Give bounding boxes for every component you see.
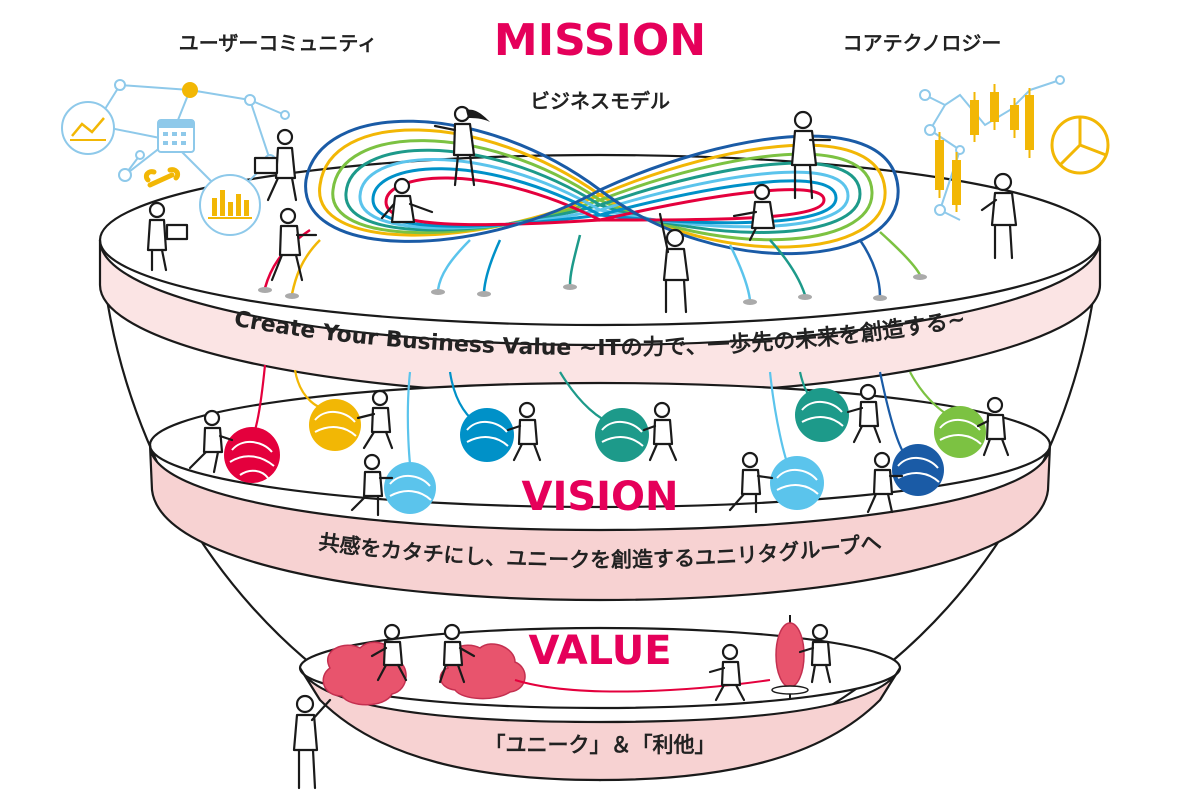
person-standing-right — [980, 172, 1018, 260]
bar-chart-icon — [199, 174, 261, 236]
person-pulling-thread — [270, 207, 318, 282]
person-carding-wool-2 — [438, 623, 476, 684]
yarn-ball-blue — [460, 408, 514, 462]
person-hair-flowing — [433, 105, 490, 187]
pie-chart-icon — [1050, 115, 1110, 175]
person-pushing-yarn-1 — [188, 409, 234, 474]
spindle — [771, 615, 809, 700]
person-pushing-yarn-5 — [642, 401, 678, 462]
person-reaching — [380, 177, 434, 224]
person-pushing-yarn-7 — [846, 383, 882, 444]
top-thread-ends — [263, 228, 922, 301]
yarn-ball-teal — [595, 408, 649, 462]
user-community-label: ユーザーコミュニティ — [179, 31, 377, 55]
network-nodes-right — [919, 75, 1065, 216]
yarn-ball-red — [224, 427, 280, 483]
business-model-label: ビジネスモデル — [530, 89, 670, 113]
yarn-ball-light-blue — [384, 462, 436, 514]
value-statement: 「ユニーク」＆「利他」 — [485, 733, 716, 757]
infinity-threads — [304, 119, 900, 256]
person-pushing-yarn-3 — [350, 453, 394, 517]
core-technology-label: コアテクノロジー — [843, 31, 1002, 55]
person-laptop-sitting — [253, 128, 298, 202]
person-bending — [732, 183, 776, 242]
person-laptop-standing — [146, 201, 189, 272]
person-pushing-yarn-8 — [866, 451, 904, 514]
yarn-ball-yellow — [309, 399, 361, 451]
person-pushing-yarn-9 — [976, 396, 1010, 457]
person-at-spindle — [798, 623, 832, 684]
vision-heading: VISION — [521, 474, 678, 520]
people — [146, 105, 1018, 790]
person-pointing-up — [658, 212, 690, 314]
wrench-icon — [143, 167, 181, 188]
person-spinning-thread — [708, 643, 746, 702]
person-pushing-yarn-4 — [506, 401, 542, 462]
yarn-balls — [224, 388, 986, 514]
person-carding-wool-1 — [370, 623, 408, 682]
value-band — [299, 667, 901, 782]
candlestick-chart-icon — [935, 84, 1034, 212]
vision-band — [148, 444, 1052, 602]
mission-band — [98, 239, 1102, 397]
thread-anchors — [258, 274, 927, 305]
value-heading: VALUE — [528, 628, 671, 674]
yarn-ball-dark-blue — [892, 444, 944, 496]
person-lifting-wool — [292, 694, 332, 790]
yarn-ball-light-blue-2 — [770, 456, 824, 510]
person-standing-center-right — [790, 110, 832, 200]
person-pushing-yarn-6 — [728, 451, 774, 514]
yarn-ball-green — [934, 406, 986, 458]
line-chart-icon — [61, 101, 115, 155]
mission-heading: MISSION — [494, 15, 706, 66]
person-pushing-yarn-2 — [356, 389, 394, 450]
calendar-icon — [157, 119, 195, 153]
yarn-ball-teal-2 — [795, 388, 849, 442]
